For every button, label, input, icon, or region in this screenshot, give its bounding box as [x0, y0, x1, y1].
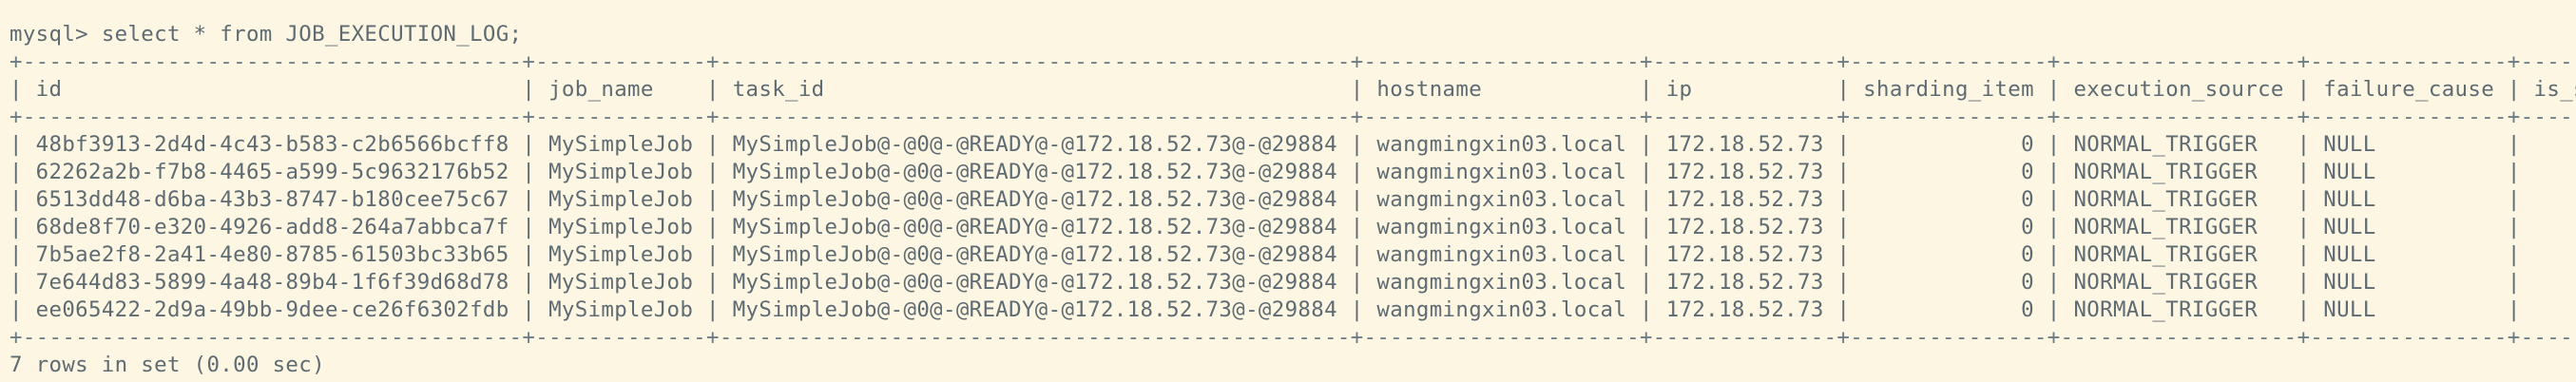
cell-id: 7e644d83-5899-4a48-89b4-1f6f39d68d78: [35, 270, 509, 295]
cell-hostname: wangmingxin03.local: [1376, 215, 1627, 239]
table-row: | 62262a2b-f7b8-4465-a599-5c9632176b52 |…: [10, 159, 2566, 186]
cell-task-id: MySimpleJob@-@0@-@READY@-@172.18.52.73@-…: [732, 242, 1337, 267]
cell-is-success: 1: [2534, 187, 2576, 212]
cell-ip: 172.18.52.73: [1665, 270, 1824, 295]
cell-task-id: MySimpleJob@-@0@-@READY@-@172.18.52.73@-…: [732, 270, 1337, 295]
cell-task-id: MySimpleJob@-@0@-@READY@-@172.18.52.73@-…: [732, 160, 1337, 184]
cell-task-id: MySimpleJob@-@0@-@READY@-@172.18.52.73@-…: [732, 297, 1337, 322]
cell-is-success: 1: [2534, 297, 2576, 322]
sql-command: select * from JOB_EXECUTION_LOG;: [101, 22, 523, 47]
cell-failure-cause: NULL: [2323, 242, 2495, 267]
cell-ip: 172.18.52.73: [1665, 160, 1824, 184]
cell-sharding-item: 0: [1863, 132, 2034, 157]
cell-is-success: 1: [2534, 132, 2576, 157]
table-border-header: +--------------------------------------+…: [10, 105, 2576, 129]
cell-sharding-item: 0: [1863, 187, 2034, 212]
cell-job-name: MySimpleJob: [548, 215, 694, 239]
cell-ip: 172.18.52.73: [1665, 132, 1824, 157]
cell-sharding-item: 0: [1863, 215, 2034, 239]
cell-execution-source: NORMAL_TRIGGER: [2073, 160, 2284, 184]
terminal-output: mysql> select * from JOB_EXECUTION_LOG; …: [10, 21, 2576, 379]
cell-ip: 172.18.52.73: [1665, 242, 1824, 267]
column-header-job-name: job_name: [548, 77, 694, 102]
command-line: mysql> select * from JOB_EXECUTION_LOG;: [10, 21, 2566, 48]
cell-is-success: 1: [2534, 215, 2576, 239]
cell-sharding-item: 0: [1863, 242, 2034, 267]
cell-id: 7b5ae2f8-2a41-4e80-8785-61503bc33b65: [35, 242, 509, 267]
cell-failure-cause: NULL: [2323, 160, 2495, 184]
table-row: | 7b5ae2f8-2a41-4e80-8785-61503bc33b65 |…: [10, 241, 2566, 269]
cell-hostname: wangmingxin03.local: [1376, 132, 1627, 157]
cell-ip: 172.18.52.73: [1665, 187, 1824, 212]
cell-failure-cause: NULL: [2323, 270, 2495, 295]
cell-id: 48bf3913-2d4d-4c43-b583-c2b6566bcff8: [35, 132, 509, 157]
table-row: | 6513dd48-d6ba-43b3-8747-b180cee75c67 |…: [10, 186, 2566, 214]
column-header-execution-source: execution_source: [2073, 77, 2284, 102]
table-border-top: +--------------------------------------+…: [10, 49, 2576, 74]
result-summary: 7 rows in set (0.00 sec): [10, 353, 325, 377]
cell-job-name: MySimpleJob: [548, 242, 694, 267]
cell-failure-cause: NULL: [2323, 297, 2495, 322]
cell-hostname: wangmingxin03.local: [1376, 187, 1627, 212]
cell-sharding-item: 0: [1863, 297, 2034, 322]
cell-is-success: 1: [2534, 160, 2576, 184]
table-row: | ee065422-2d9a-49bb-9dee-ce26f6302fdb |…: [10, 296, 2566, 324]
column-header-is-success: is_success: [2533, 77, 2576, 102]
table-border-bottom: +--------------------------------------+…: [10, 325, 2576, 350]
cell-is-success: 1: [2534, 242, 2576, 267]
table-row: | 48bf3913-2d4d-4c43-b583-c2b6566bcff8 |…: [10, 131, 2566, 159]
cell-hostname: wangmingxin03.local: [1376, 160, 1627, 184]
cell-sharding-item: 0: [1863, 160, 2034, 184]
cell-execution-source: NORMAL_TRIGGER: [2073, 242, 2284, 267]
cell-hostname: wangmingxin03.local: [1376, 297, 1627, 322]
result-table: +--------------------------------------+…: [10, 48, 2576, 352]
cell-ip: 172.18.52.73: [1665, 297, 1824, 322]
cell-id: 62262a2b-f7b8-4465-a599-5c9632176b52: [35, 160, 509, 184]
cell-job-name: MySimpleJob: [548, 132, 694, 157]
cell-ip: 172.18.52.73: [1665, 215, 1824, 239]
table-header-row: | id | job_name | task_id | hostname | i…: [10, 76, 2576, 104]
cell-failure-cause: NULL: [2323, 132, 2495, 157]
cell-execution-source: NORMAL_TRIGGER: [2073, 187, 2284, 212]
cell-failure-cause: NULL: [2323, 215, 2495, 239]
column-header-hostname: hostname: [1376, 77, 1627, 102]
table-row: | 7e644d83-5899-4a48-89b4-1f6f39d68d78 |…: [10, 269, 2566, 296]
cell-is-success: 1: [2534, 270, 2576, 295]
cell-execution-source: NORMAL_TRIGGER: [2073, 297, 2284, 322]
cell-execution-source: NORMAL_TRIGGER: [2073, 132, 2284, 157]
cell-job-name: MySimpleJob: [548, 270, 694, 295]
column-header-failure-cause: failure_cause: [2323, 77, 2495, 102]
cell-hostname: wangmingxin03.local: [1376, 242, 1627, 267]
cell-failure-cause: NULL: [2323, 187, 2495, 212]
cell-hostname: wangmingxin03.local: [1376, 270, 1627, 295]
cell-task-id: MySimpleJob@-@0@-@READY@-@172.18.52.73@-…: [732, 132, 1337, 157]
cell-job-name: MySimpleJob: [548, 160, 694, 184]
cell-sharding-item: 0: [1863, 270, 2034, 295]
mysql-prompt: mysql>: [10, 22, 102, 47]
column-header-ip: ip: [1665, 77, 1824, 102]
column-header-id: id: [35, 77, 509, 102]
cell-id: ee065422-2d9a-49bb-9dee-ce26f6302fdb: [35, 297, 509, 322]
cell-execution-source: NORMAL_TRIGGER: [2073, 215, 2284, 239]
cell-task-id: MySimpleJob@-@0@-@READY@-@172.18.52.73@-…: [732, 215, 1337, 239]
table-row: | 68de8f70-e320-4926-add8-264a7abbca7f |…: [10, 214, 2566, 241]
cell-job-name: MySimpleJob: [548, 297, 694, 322]
cell-id: 6513dd48-d6ba-43b3-8747-b180cee75c67: [35, 187, 509, 212]
cell-job-name: MySimpleJob: [548, 187, 694, 212]
cell-id: 68de8f70-e320-4926-add8-264a7abbca7f: [35, 215, 509, 239]
column-header-sharding-item: sharding_item: [1863, 77, 2034, 102]
cell-task-id: MySimpleJob@-@0@-@READY@-@172.18.52.73@-…: [732, 187, 1337, 212]
column-header-task-id: task_id: [732, 77, 1337, 102]
cell-execution-source: NORMAL_TRIGGER: [2073, 270, 2284, 295]
